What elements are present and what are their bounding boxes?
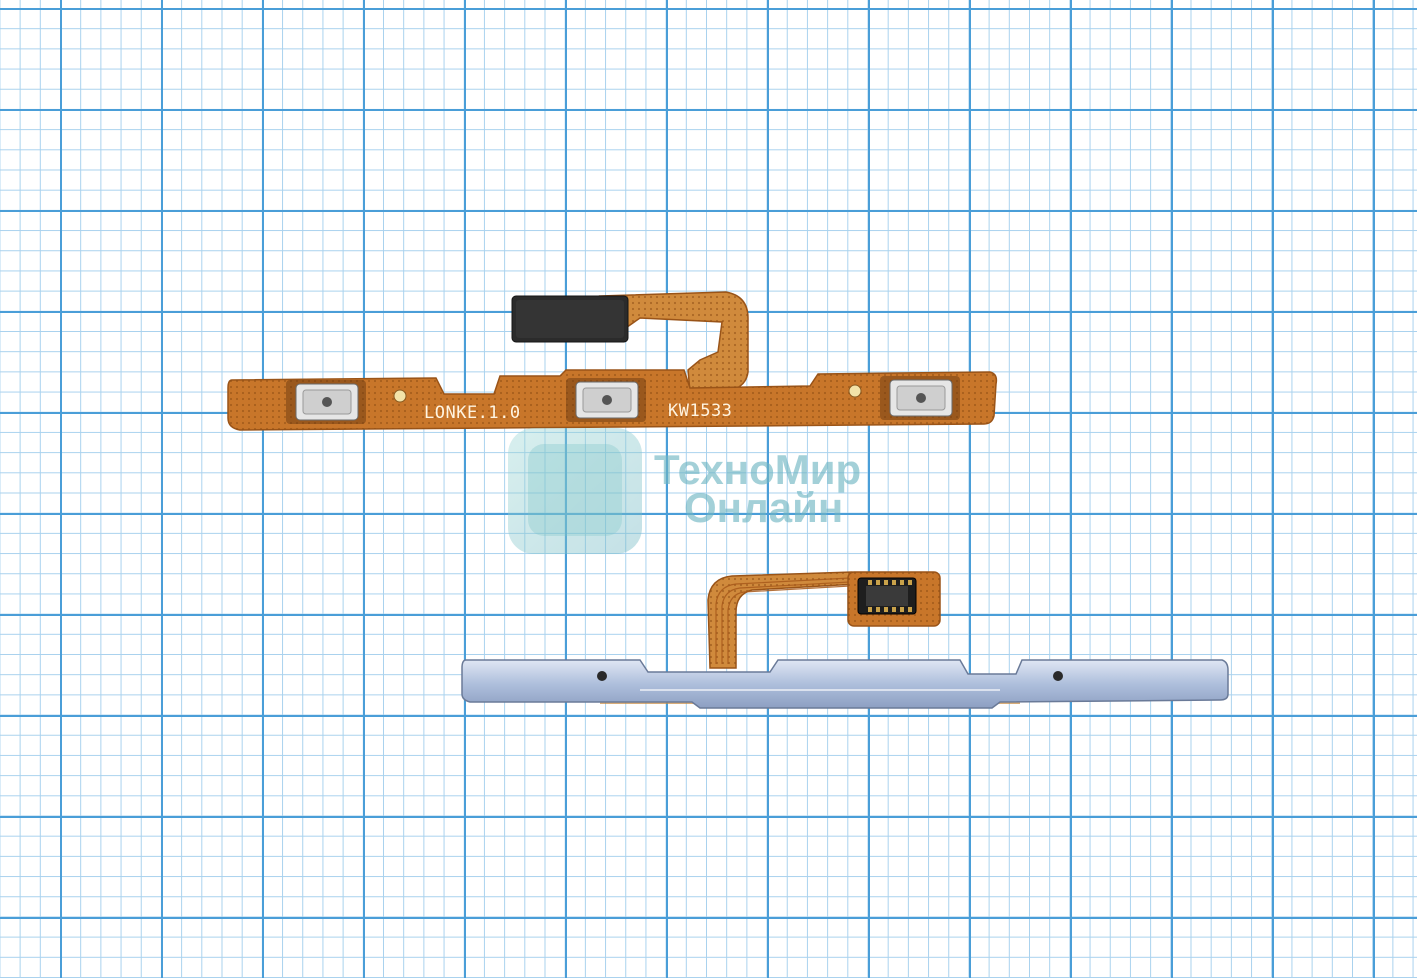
watermark-icon <box>508 428 642 554</box>
tactile-switch <box>880 376 960 420</box>
mounting-hole <box>848 384 862 398</box>
upper-flex-cable: LONKE.1.0 KW1533 <box>227 291 998 431</box>
pcb-label-model: LONKE.1.0 <box>424 403 521 423</box>
tactile-switch <box>566 378 646 422</box>
board-to-board-connector <box>857 577 917 615</box>
lower-flex-cable <box>461 571 1229 709</box>
watermark-logo: ТехноМир Онлайн <box>508 428 861 554</box>
tactile-switch <box>286 380 366 424</box>
watermark-line-2: Онлайн <box>684 484 843 531</box>
mounting-hole <box>393 389 407 403</box>
pcb-label-code: KW1533 <box>668 401 732 421</box>
mounting-hole <box>1053 671 1063 681</box>
lower-flex-metal-plate <box>461 659 1229 709</box>
watermark-line-1: ТехноМир <box>654 446 861 493</box>
mounting-hole <box>597 671 607 681</box>
